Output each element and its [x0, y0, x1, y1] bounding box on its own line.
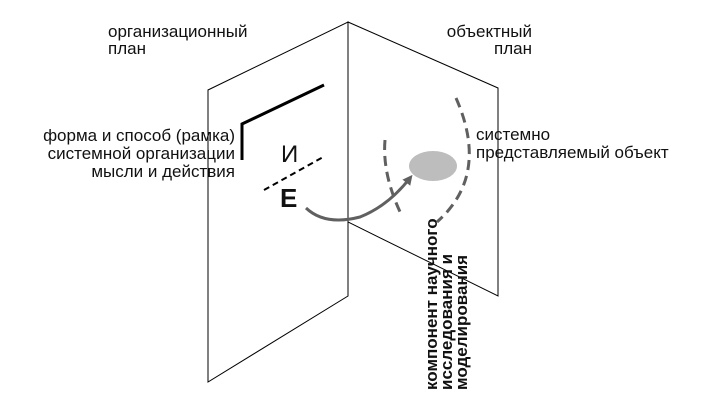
frame-label-line3: мысли и действия	[91, 162, 235, 181]
obj-plan-title-line2: план	[494, 39, 532, 58]
frame-bracket	[240, 83, 325, 160]
obj-plan-title-line1: объектный	[447, 22, 532, 41]
system-object-label-line1: системно	[476, 125, 550, 144]
frame-label-line1: форма и способ (рамка)	[43, 126, 235, 145]
org-plan-title-line1: организационный	[108, 22, 248, 41]
curved-arrow	[304, 174, 413, 222]
component-label-line2: исследования и	[437, 254, 456, 390]
dashed-arc-small	[383, 139, 404, 217]
frame-label-line2: системной организации	[48, 144, 235, 163]
component-label: компонент научного исследования и модели…	[422, 218, 471, 390]
dashed-separator	[263, 155, 326, 191]
component-label-line3: моделирования	[452, 255, 471, 390]
component-label-line1: компонент научного	[422, 218, 441, 390]
letter-i: И	[281, 141, 298, 168]
system-object-ellipse	[409, 151, 457, 181]
dashed-arc	[436, 97, 471, 224]
letter-e: Е	[280, 183, 297, 213]
org-plan-title-line2: план	[108, 39, 146, 58]
organizational-plan-panel	[207, 21, 349, 383]
system-object-label-line2: представляемый объект	[476, 143, 669, 162]
